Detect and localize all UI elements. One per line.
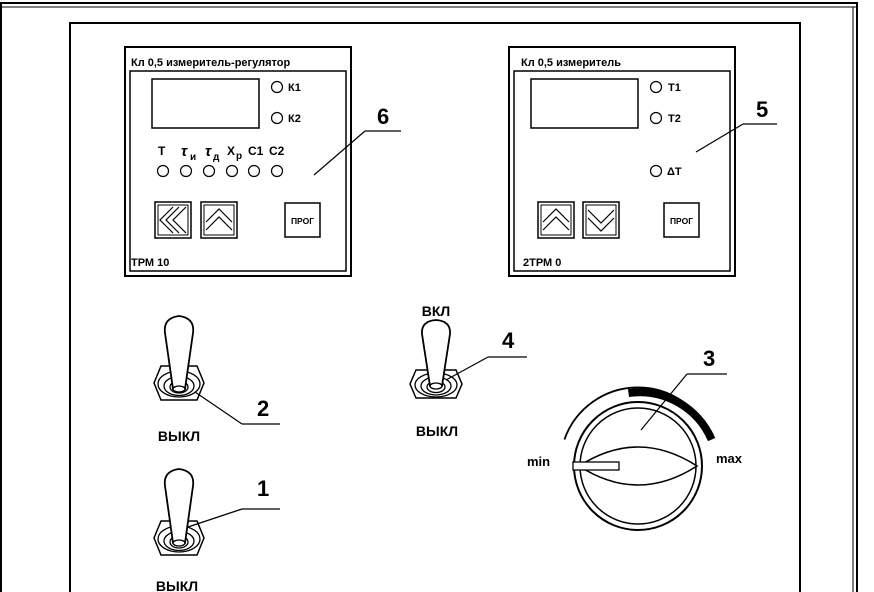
2trm0-prog-label: ПРОГ — [670, 216, 693, 226]
toggle-4-on-label: ВКЛ — [422, 303, 450, 319]
toggle-1-off-label: ВЫКЛ — [156, 578, 198, 592]
double-chevron-up-icon — [542, 208, 570, 231]
callout-6-leader — [313, 130, 366, 176]
callout-2-leader — [194, 391, 243, 425]
toggle-2-off-label: ВЫКЛ — [158, 428, 200, 444]
param-tau-d-subscript: д — [213, 152, 220, 163]
param-tau-i-label: τ — [181, 143, 188, 160]
2trm0-model-label: 2ТРМ 0 — [523, 257, 561, 269]
2trm0-led-t1-label: Т1 — [668, 82, 681, 94]
2trm0-led-delta-t-label: ΔТ — [667, 166, 682, 178]
double-chevron-up-icon — [205, 208, 233, 231]
toggle-switch-1[interactable] — [153, 468, 205, 556]
trm10-inner-bezel — [129, 70, 347, 272]
trm10-header: Кл 0,5 измеритель-регулятор — [131, 57, 290, 69]
toggle-4-lever — [421, 319, 451, 387]
toggle-4-off-label: ВЫКЛ — [416, 423, 458, 439]
callout-3-leader — [640, 373, 688, 431]
2trm0-button-down[interactable] — [582, 201, 620, 239]
trm10-led-t — [156, 164, 170, 178]
callout-1: 1 — [257, 476, 269, 501]
trm10-button-up[interactable] — [200, 201, 238, 239]
param-c1-label: С1 — [248, 144, 264, 158]
param-tau-i-subscript: и — [190, 152, 196, 163]
callout-5: 5 — [756, 97, 768, 122]
callout-6: 6 — [377, 104, 389, 129]
callout-4: 4 — [502, 328, 515, 353]
double-chevron-left-icon — [159, 206, 187, 234]
toggle-switch-2[interactable] — [153, 315, 205, 401]
callout-1-leader — [187, 508, 243, 528]
knob-scale-heavy-arc — [627, 388, 716, 442]
param-x-subscript: р — [236, 151, 242, 162]
knob-pointer — [572, 461, 620, 471]
trm10-prog-label: ПРОГ — [291, 216, 314, 226]
2trm0-led-t2 — [649, 111, 663, 125]
param-c2-label: С2 — [269, 144, 285, 158]
2trm0-led-t2-label: Т2 — [668, 113, 681, 125]
param-tau-d-label: τ — [205, 143, 212, 160]
2trm0-display — [530, 78, 639, 129]
trm10-led-x — [225, 164, 239, 178]
trm10-button-back[interactable] — [154, 201, 192, 239]
outer-frame — [0, 2, 858, 592]
2trm0-button-up[interactable] — [537, 201, 575, 239]
trm10-led-k1 — [270, 80, 284, 94]
rotary-knob-3[interactable] — [563, 386, 716, 531]
device-2trm0: Кл 0,5 измеритель Т1 Т2 ΔТ ПРОГ 2ТРМ 0 — [508, 46, 736, 277]
param-x-label: X — [227, 144, 235, 158]
2trm0-prog-button[interactable]: ПРОГ — [663, 202, 700, 238]
toggle-2-lever — [163, 315, 195, 390]
device-trm10: Кл 0,5 измеритель-регулятор К1 К2 Т τ и … — [124, 46, 352, 277]
2trm0-led-t1 — [649, 80, 663, 94]
trm10-led-tau-d — [202, 164, 216, 178]
trm10-led-k2 — [270, 111, 284, 125]
2trm0-inner-bezel — [513, 70, 731, 272]
trm10-prog-button[interactable]: ПРОГ — [284, 202, 321, 238]
2trm0-header: Кл 0,5 измеритель — [521, 57, 621, 69]
2trm0-outer-bezel — [508, 46, 736, 277]
callout-4-leader — [445, 356, 489, 381]
param-t-label: Т — [158, 144, 166, 158]
2trm0-led-delta-t — [649, 164, 663, 178]
knob-grip — [577, 446, 699, 486]
trm10-led-tau-i — [179, 164, 193, 178]
knob-max-label: max — [716, 451, 743, 466]
trm10-display — [151, 78, 260, 129]
trm10-outer-bezel — [124, 46, 352, 277]
trm10-led-k1-label: К1 — [288, 82, 301, 94]
trm10-model-label: ТРМ 10 — [131, 257, 169, 269]
trm10-led-c1 — [247, 164, 261, 178]
callout-5-leader — [695, 123, 744, 153]
double-chevron-down-icon — [587, 209, 615, 232]
toggle-1-lever — [163, 468, 195, 544]
knob-min-label: min — [527, 454, 550, 469]
callout-2: 2 — [257, 396, 269, 421]
front-panel — [69, 22, 801, 592]
trm10-led-c2 — [270, 164, 284, 178]
callout-3: 3 — [703, 346, 715, 371]
trm10-led-k2-label: К2 — [288, 113, 301, 125]
toggle-switch-4[interactable] — [409, 319, 463, 399]
